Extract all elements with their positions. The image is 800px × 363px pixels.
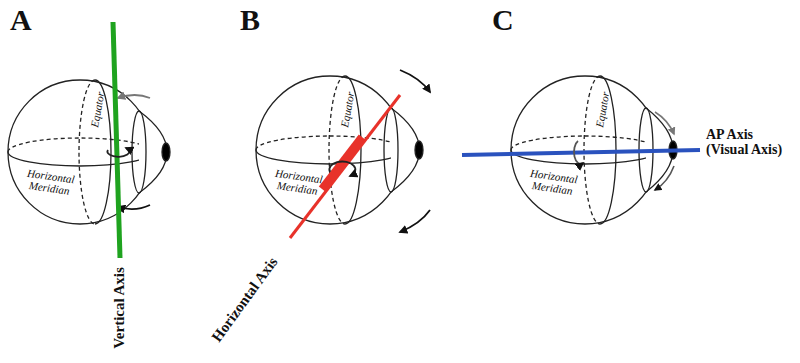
- horizontal-axis-thick: [322, 137, 362, 189]
- structure-label: Horizontal Meridian: [265, 167, 332, 199]
- panel-letter: B: [240, 4, 260, 36]
- structure-label: Equator: [89, 91, 107, 129]
- rotation-symbol: [574, 141, 583, 164]
- rotation-symbol: [107, 148, 129, 157]
- ap-axis-line: [462, 150, 700, 155]
- structure-label: Horizontal Meridian: [520, 167, 587, 199]
- vertical-axis-line: [113, 22, 120, 258]
- structure-label: Equator: [594, 91, 612, 129]
- axis-label: Vertical Axis: [112, 267, 128, 349]
- structure-label: Equator: [339, 91, 357, 129]
- axis-label: AP Axis (Visual Axis): [706, 128, 796, 157]
- panel-letter: A: [10, 4, 32, 36]
- eyeball-b: [256, 70, 430, 232]
- axis-label: Horizontal Axis: [209, 255, 281, 346]
- structure-label: Horizontal Meridian: [17, 167, 84, 199]
- eyeball-a: [8, 80, 170, 224]
- rotation-symbol: [329, 162, 355, 176]
- panel-letter: C: [492, 4, 514, 36]
